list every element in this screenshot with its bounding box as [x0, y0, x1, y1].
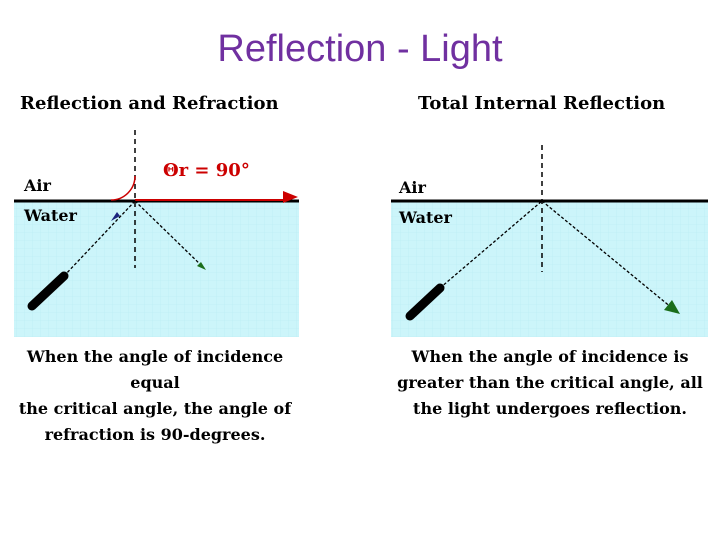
right-reflected-ray — [541, 200, 673, 309]
right-reflected-arrowhead — [664, 300, 680, 314]
left-air-label: Air — [24, 176, 51, 195]
left-angle-label: Θr = 90° — [163, 160, 250, 181]
left-angle-arc — [110, 175, 136, 201]
left-flashlight-icon — [27, 271, 69, 311]
left-panel-title: Reflection and Refraction — [20, 93, 279, 114]
left-incident-ray — [63, 200, 136, 277]
right-caption: When the angle of incidence is greater t… — [397, 347, 703, 418]
left-caption: When the angle of incidence equal the cr… — [18, 347, 292, 444]
left-incident-arrowhead — [111, 212, 120, 221]
right-panel-title: Total Internal Reflection — [418, 93, 666, 114]
right-incident-ray — [439, 200, 543, 289]
right-air-label: Air — [399, 178, 426, 197]
slide-title: Reflection - Light — [217, 28, 503, 70]
right-water-label: Water — [399, 208, 452, 227]
left-refracted-arrowhead — [283, 191, 298, 203]
left-water-label: Water — [24, 206, 77, 225]
right-flashlight-icon — [405, 283, 445, 321]
left-reflected-arrowhead — [197, 262, 206, 270]
left-reflected-ray — [134, 200, 205, 269]
